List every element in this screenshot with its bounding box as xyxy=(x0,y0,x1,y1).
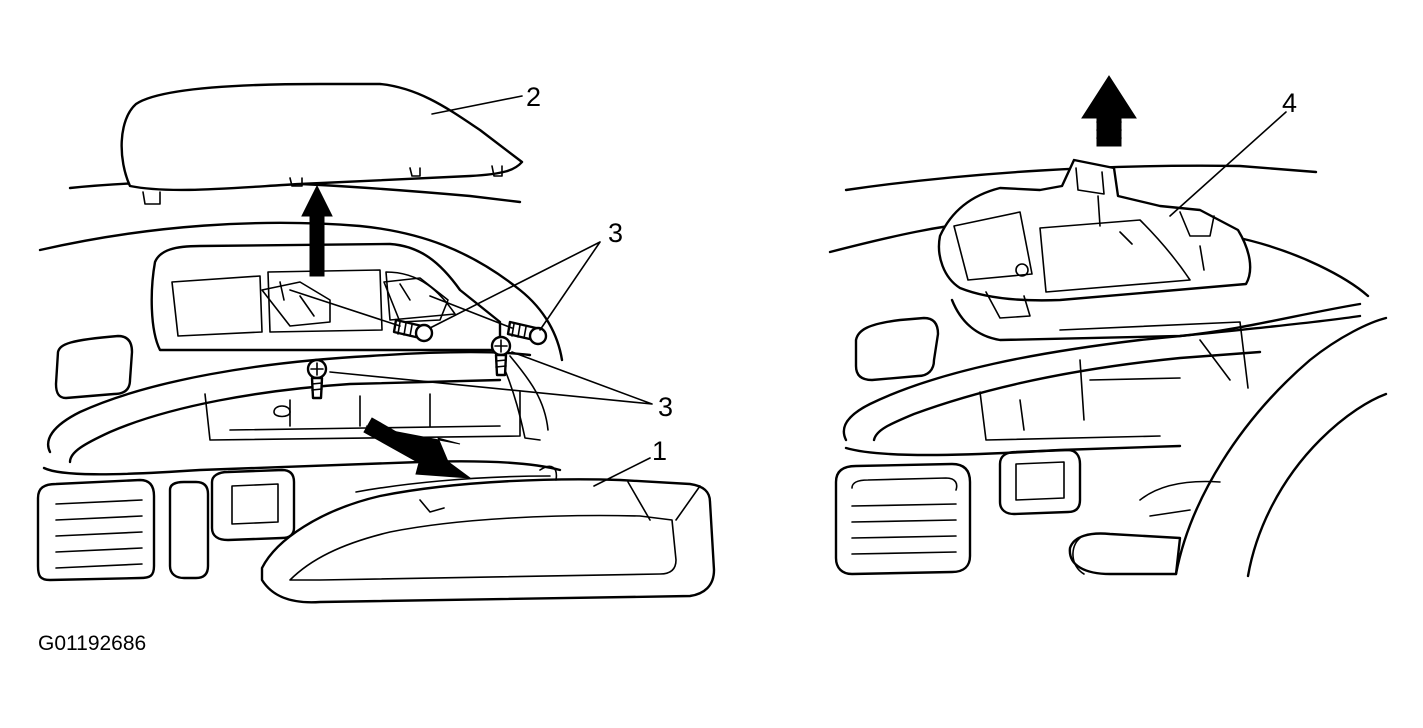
callout-3-lower: 3 xyxy=(658,392,673,422)
side-vent-right xyxy=(854,316,940,382)
screw-lower-left xyxy=(306,358,328,400)
dashboard-top-edge-right xyxy=(844,164,1318,192)
center-vent-right xyxy=(834,462,972,576)
screw-upper-left xyxy=(392,318,434,343)
screw-upper-guides xyxy=(289,289,513,329)
recess-right xyxy=(979,391,1161,441)
screw-upper-right xyxy=(506,320,548,346)
right-panel-removal-view xyxy=(828,75,1388,578)
combination-meter xyxy=(260,478,716,604)
dashboard-middle-band-inner xyxy=(68,378,502,464)
meter-lens-opening xyxy=(289,514,677,581)
center-vent-left-slats xyxy=(55,499,143,569)
column-cover xyxy=(1139,480,1221,517)
dashboard-lower-edge xyxy=(42,460,562,476)
meter-recess xyxy=(204,391,521,441)
dashboard-middle-band-inner-right xyxy=(872,350,1262,442)
callout-1: 1 xyxy=(652,436,667,466)
meter-connector xyxy=(985,291,1031,319)
meter-mount-hole xyxy=(1015,263,1029,277)
hazard-switch-button xyxy=(231,483,279,525)
meter-wire-harness xyxy=(504,355,549,441)
left-panel-removal-view xyxy=(36,82,716,604)
hazard-switch-housing-right xyxy=(998,448,1082,516)
leader-2 xyxy=(431,95,523,115)
dashboard-upper-contour xyxy=(38,221,564,362)
callout-4: 4 xyxy=(1282,88,1297,118)
leader-3-lower xyxy=(329,351,653,405)
dashboard-middle-band xyxy=(47,350,532,454)
center-vent-divider xyxy=(168,480,210,580)
meter-upper-contour xyxy=(355,465,558,513)
figure-id: G01192686 xyxy=(38,632,146,655)
meter-assembly xyxy=(937,158,1252,302)
callout-2: 2 xyxy=(526,82,541,112)
meter-hood-cover xyxy=(120,82,524,192)
callout-3-upper: 3 xyxy=(608,218,623,248)
meter-assembly-front xyxy=(953,211,1191,293)
dashboard-lower-edge-right xyxy=(844,444,1182,457)
steering-wheel-rim xyxy=(1174,316,1388,576)
screw-lower-right xyxy=(490,335,512,377)
up-arrow-remove-cover xyxy=(301,184,333,277)
left-side-vent xyxy=(54,334,134,400)
steering-column-stalk-tip xyxy=(1072,537,1085,575)
arrow-remove-meter xyxy=(363,417,472,479)
center-vent-right-slats xyxy=(851,477,958,555)
hazard-switch-button-right xyxy=(1015,461,1065,501)
dashboard-middle-band-right xyxy=(842,314,1362,442)
cover-clips xyxy=(142,165,503,205)
meter-assembly-details xyxy=(1075,167,1215,271)
center-vent-left xyxy=(36,478,156,582)
leader-3-upper xyxy=(429,241,601,331)
meter-bracket-right xyxy=(383,277,449,323)
up-arrow-remove-meter xyxy=(1081,75,1137,147)
leader-4 xyxy=(1169,111,1287,217)
meter-side xyxy=(627,481,701,521)
dashboard-opening-right xyxy=(950,298,1362,342)
steering-wheel-inner xyxy=(1246,392,1388,578)
meter-cavity xyxy=(1059,321,1249,421)
meter-hood-opening xyxy=(150,242,502,352)
mount-hole xyxy=(273,405,291,418)
leader-1 xyxy=(593,457,651,487)
steering-column-stalk xyxy=(1068,532,1182,576)
hazard-switch-housing xyxy=(210,468,296,542)
meter-bracket-left xyxy=(261,281,331,327)
